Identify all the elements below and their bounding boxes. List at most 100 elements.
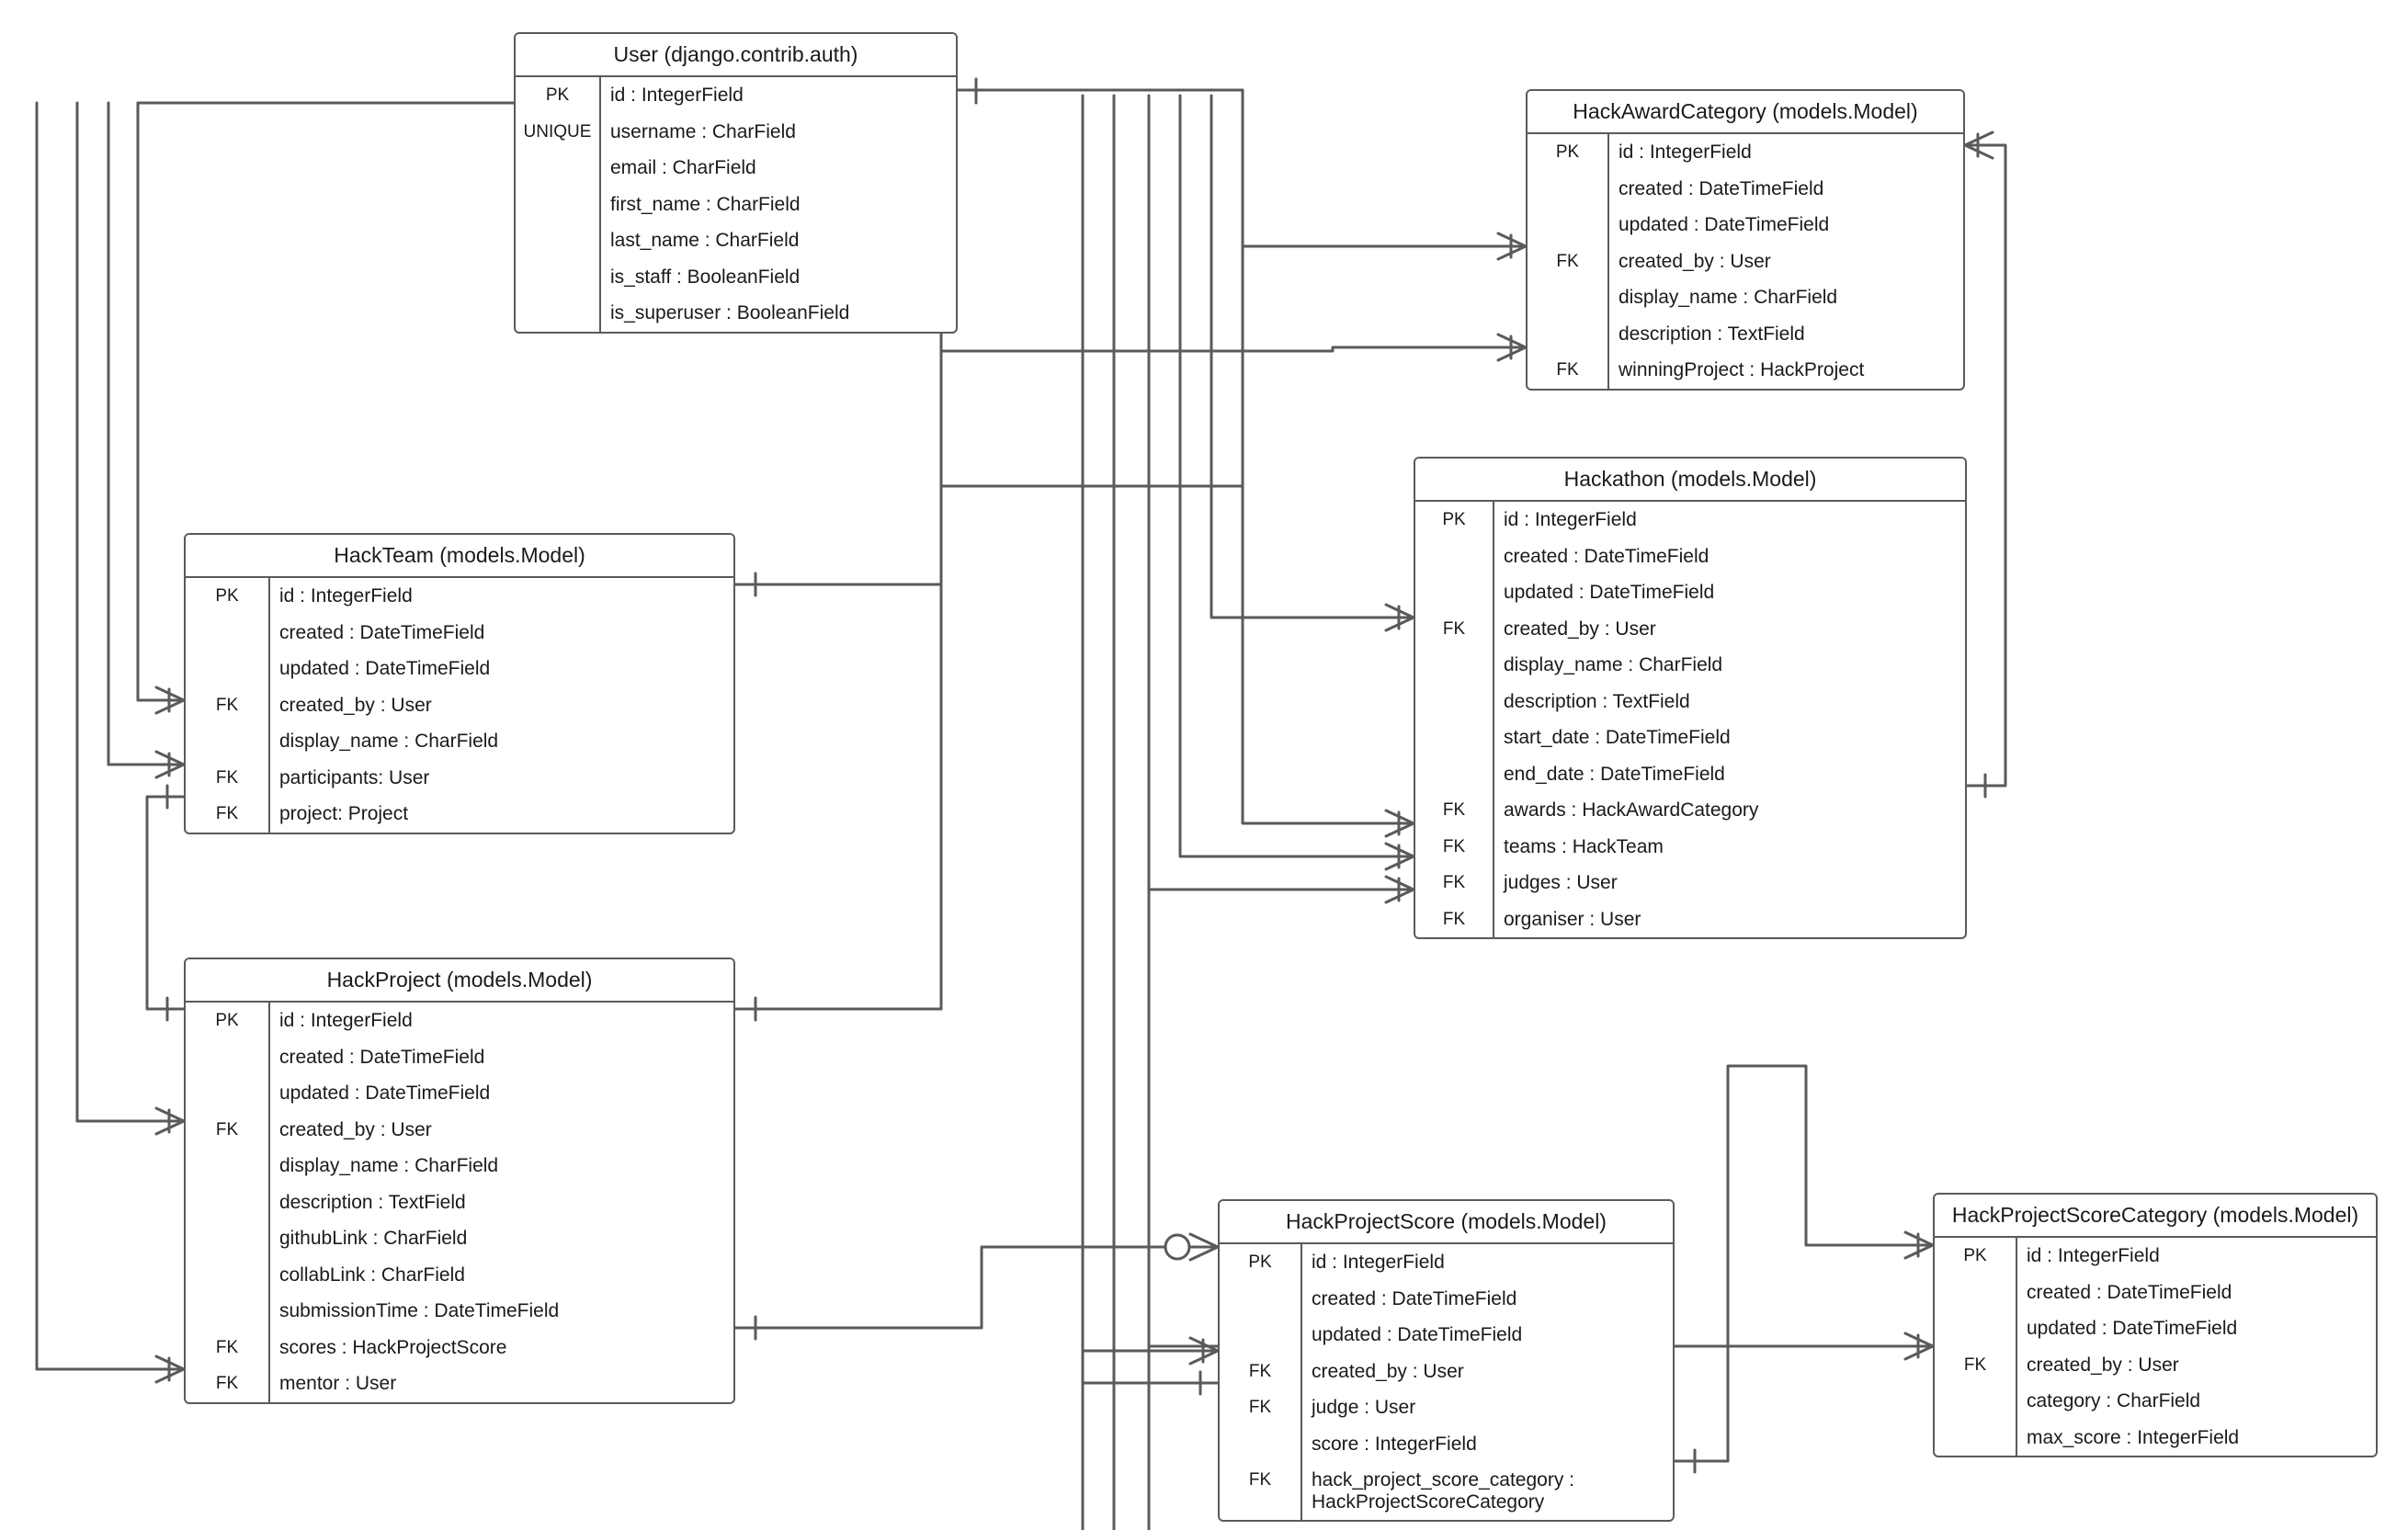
entity-row[interactable]: FK organiser : User [1415,901,1965,938]
entity-title-user: User (django.contrib.auth) [516,34,956,77]
row-attribute: created : DateTimeField [1504,545,1709,567]
row-key-badge [516,222,601,259]
entity-row[interactable]: display_name : CharField [1415,647,1965,684]
row-attribute: collabLink : CharField [279,1264,465,1286]
row-key-badge: FK [186,796,270,833]
row-key-badge [1415,755,1494,793]
entity-row[interactable]: collabLink : CharField [186,1256,733,1294]
entity-row[interactable]: description : TextField [1415,683,1965,720]
entity-row[interactable]: updated : DateTimeField [1415,574,1965,611]
marker-many-hackproject-createdby [154,1106,186,1136]
entity-title-hackprojectscorecategory: HackProjectScoreCategory (models.Model) [1935,1195,2376,1238]
entity-row[interactable]: submissionTime : DateTimeField [186,1293,733,1330]
row-key-badge [186,1075,270,1112]
entity-title-hackathon: Hackathon (models.Model) [1415,459,1965,502]
entity-row[interactable]: max_score : IntegerField [1935,1419,2376,1456]
entity-row[interactable]: PK id : IntegerField [186,1003,733,1039]
row-key-badge: FK [186,1366,270,1402]
row-key-badge: PK [186,1003,270,1039]
entity-row[interactable]: created : DateTimeField [1415,538,1965,575]
entity-row[interactable]: email : CharField [516,150,956,187]
entity-row[interactable]: display_name : CharField [1528,279,1963,316]
entity-hackproject[interactable]: HackProject (models.Model)PK id : Integer… [184,958,735,1404]
row-key-badge [186,1184,270,1221]
wire-hackproject-to-hac-winning [733,346,1528,1011]
entity-row[interactable]: updated : DateTimeField [186,1075,733,1112]
row-attribute: mentor : User [279,1373,397,1395]
row-attribute: created : DateTimeField [279,1046,485,1068]
row-attribute: created_by : User [279,1118,432,1140]
entity-row[interactable]: display_name : CharField [186,1148,733,1184]
entity-row[interactable]: updated : DateTimeField [186,651,733,687]
entity-row[interactable]: start_date : DateTimeField [1415,720,1965,756]
entity-row[interactable]: updated : DateTimeField [1220,1317,1673,1354]
entity-hackprojectscorecategory[interactable]: HackProjectScoreCategory (models.Model)P… [1933,1193,2378,1458]
marker-many-hpsc-id [1903,1230,1935,1260]
row-attribute: first_name : CharField [610,193,801,215]
entity-row[interactable]: category : CharField [1935,1383,2376,1420]
marker-many-hackathon-judges [1384,842,1415,871]
row-key-badge [1935,1274,2017,1311]
marker-many-hackathon-createdby [1384,603,1415,632]
entity-row[interactable]: description : TextField [186,1184,733,1221]
entity-row[interactable]: end_date : DateTimeField [1415,755,1965,793]
row-attribute: id : IntegerField [279,1010,413,1031]
row-attribute: created_by : User [2027,1354,2179,1376]
row-attribute: winningProject : HackProject [1619,359,1865,381]
row-key-badge [1935,1310,2017,1347]
entity-row[interactable]: FK mentor : User [186,1366,733,1402]
row-attribute: display_name : CharField [279,1155,499,1177]
entity-row[interactable]: display_name : CharField [186,723,733,760]
entity-row[interactable]: is_staff : BooleanField [516,258,956,296]
entity-row[interactable]: created : DateTimeField [186,614,733,652]
entity-row[interactable]: updated : DateTimeField [1935,1310,2376,1347]
row-attribute: organiser : User [1504,908,1641,930]
entity-row[interactable]: first_name : CharField [516,186,956,223]
row-key-badge [516,150,601,187]
entity-row[interactable]: githubLink : CharField [186,1220,733,1257]
entity-row[interactable]: created : DateTimeField [186,1038,733,1076]
entity-row[interactable]: created : DateTimeField [1220,1280,1673,1318]
row-attribute: max_score : IntegerField [2027,1426,2240,1448]
row-key-badge: FK [1415,901,1494,938]
entity-row[interactable]: description : TextField [1528,315,1963,353]
entity-row[interactable]: updated : DateTimeField [1528,207,1963,244]
entity-row[interactable]: last_name : CharField [516,222,956,259]
entity-row[interactable]: is_superuser : BooleanField [516,295,956,332]
entity-row[interactable]: created : DateTimeField [1935,1274,2376,1311]
wire-user-to-hackathon-organiser [1147,484,1415,891]
entity-row[interactable]: created : DateTimeField [1528,170,1963,208]
row-attribute: display_name : CharField [1504,654,1723,676]
entity-row[interactable]: score : IntegerField [1220,1425,1673,1463]
row-key-badge [1935,1383,2017,1420]
entity-title-hackproject: HackProject (models.Model) [186,959,733,1003]
